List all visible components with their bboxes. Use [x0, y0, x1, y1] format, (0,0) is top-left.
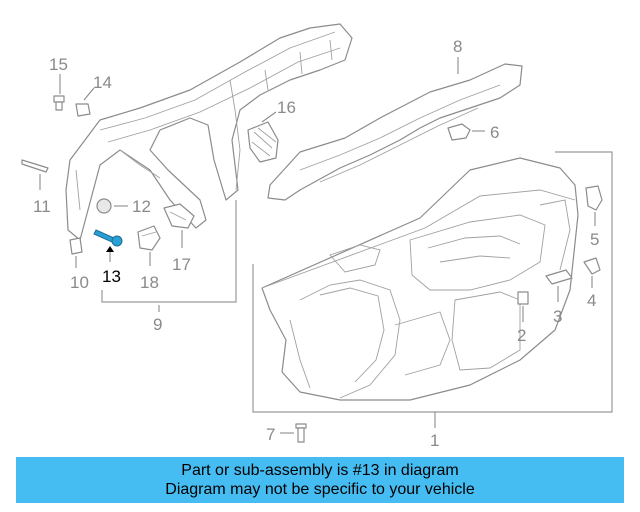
part-16	[247, 121, 279, 163]
callout-3: 3	[553, 307, 562, 326]
part-3	[545, 269, 573, 285]
instrument-panel-frame	[252, 151, 613, 413]
callout-1: 1	[430, 431, 439, 450]
part-15	[53, 95, 65, 111]
part-13-bolt	[93, 229, 123, 247]
callout-10: 10	[70, 273, 89, 292]
callout-6: 6	[490, 123, 499, 142]
part-17	[163, 203, 195, 229]
callout-8: 8	[453, 37, 462, 56]
callout-17: 17	[172, 255, 191, 274]
callout-18: 18	[140, 273, 159, 292]
callout-4: 4	[587, 291, 596, 310]
banner-line-1: Part or sub-assembly is #13 in diagram	[181, 462, 459, 479]
callout-12: 12	[132, 197, 151, 216]
part-8-pad	[267, 63, 523, 201]
callout-13-arrow	[106, 246, 114, 252]
info-banner: Part or sub-assembly is #13 in diagram D…	[16, 457, 624, 503]
part-12	[96, 198, 112, 214]
part-2	[517, 291, 529, 305]
instrument-panel	[261, 157, 579, 401]
callout-7: 7	[266, 425, 275, 444]
part-14	[75, 103, 91, 117]
part-7-bolt	[295, 423, 307, 443]
callout-11: 11	[33, 197, 51, 216]
part-11	[21, 159, 49, 173]
part-4	[583, 257, 601, 275]
callout-5: 5	[590, 230, 599, 249]
parts-diagram: 1 8 6 5 4 3 2 7 9	[21, 23, 613, 450]
callout-15: 15	[49, 55, 68, 74]
callout-9: 9	[153, 315, 162, 334]
banner-line-2: Diagram may not be specific to your vehi…	[165, 481, 475, 498]
part-10	[69, 237, 83, 255]
part-5	[585, 185, 603, 211]
callout-2: 2	[517, 326, 526, 345]
part-6	[447, 123, 471, 141]
callout-16: 16	[277, 98, 296, 117]
callout-14: 14	[93, 73, 112, 92]
callout-13: 13	[102, 267, 121, 286]
cross-car-beam	[65, 23, 353, 241]
cross-beam-frame	[101, 200, 237, 303]
part-18	[137, 225, 161, 251]
